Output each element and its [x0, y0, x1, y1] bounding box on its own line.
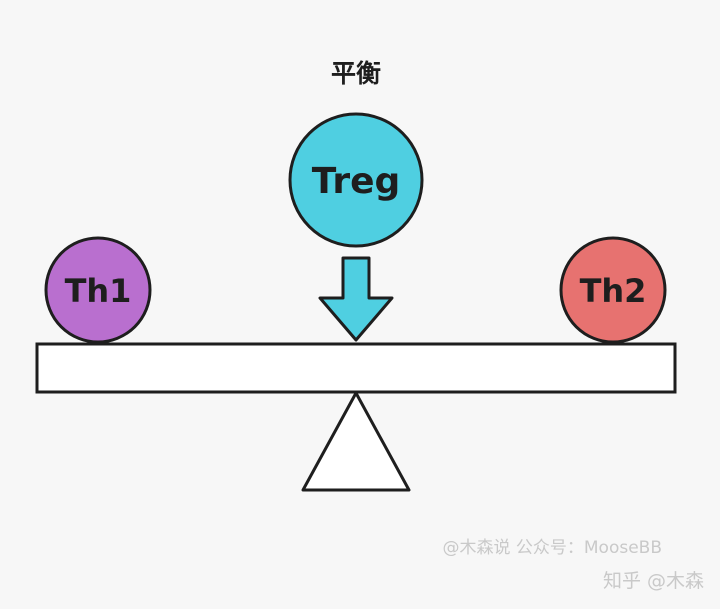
- balance-beam: [35, 342, 677, 394]
- treg-label: Treg: [312, 161, 401, 202]
- watermark-line2: 知乎 @木森: [602, 570, 704, 592]
- treg-node: Treg: [288, 112, 424, 248]
- watermark-line1: @木森说 公众号：MooseBB: [442, 538, 662, 558]
- th1-circle: [44, 236, 152, 344]
- fulcrum-triangle: [301, 391, 411, 492]
- th1-label: Th1: [65, 272, 132, 310]
- down-arrow-icon: [318, 256, 394, 342]
- th2-node: Th2: [559, 236, 667, 344]
- th1-node: Th1: [44, 236, 152, 344]
- diagram-title: 平衡: [330, 59, 381, 88]
- th2-label: Th2: [580, 272, 647, 310]
- th2-circle: [559, 236, 667, 344]
- treg-circle: [288, 112, 424, 248]
